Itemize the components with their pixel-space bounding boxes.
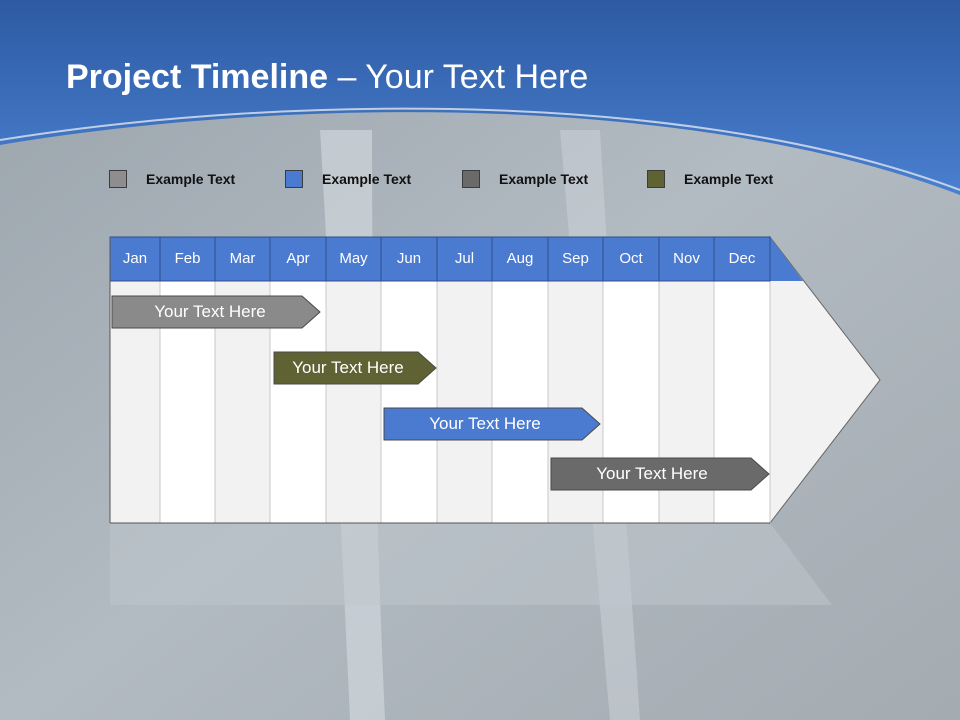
legend-label: Example Text <box>499 171 589 187</box>
timeline-reflection <box>110 523 832 605</box>
timeline-arrow-header-tip <box>770 237 803 281</box>
legend-swatch <box>285 170 303 188</box>
month-header-dec <box>713 236 771 282</box>
legend-item: Example Text <box>109 170 235 188</box>
month-label-jan: Jan <box>122 250 148 267</box>
month-label-dec: Dec <box>728 250 756 267</box>
month-header-may <box>325 236 382 282</box>
legend-swatch <box>647 170 665 188</box>
month-label-jun: Jun <box>396 250 422 267</box>
timeline-bar-label: Your Text Here <box>429 414 541 433</box>
timeline-bars <box>111 295 770 491</box>
timeline-bar-label: Your Text Here <box>596 464 708 483</box>
month-header-aug <box>491 236 549 282</box>
legend-label: Example Text <box>684 171 774 187</box>
month-header-apr <box>269 236 327 282</box>
month-label-aug: Aug <box>506 250 534 267</box>
month-label-feb: Feb <box>174 250 201 267</box>
timeline-bar-label: Your Text Here <box>154 302 266 321</box>
month-label-mar: Mar <box>229 250 256 267</box>
month-label-jul: Jul <box>454 250 475 267</box>
month-header-nov <box>658 236 715 282</box>
month-header-mar <box>214 236 271 282</box>
legend-item: Example Text <box>647 170 773 188</box>
legend-label: Example Text <box>146 171 236 187</box>
timeline-bar-label: Your Text Here <box>292 358 404 377</box>
timeline-panel <box>109 235 881 605</box>
title-bold: Project Timeline <box>66 58 329 96</box>
header-band <box>0 0 960 195</box>
month-column-jun <box>380 280 438 524</box>
month-label-may: May <box>339 250 368 267</box>
timeline-bar <box>383 407 601 441</box>
legend-swatch <box>109 170 127 188</box>
legend-swatch <box>462 170 480 188</box>
title-rest: – Your Text Here <box>337 58 589 96</box>
page-title: Project Timeline – Your Text Here <box>66 58 588 97</box>
legend-item: Example Text <box>462 170 588 188</box>
legend-label: Example Text <box>322 171 412 187</box>
month-column-may <box>325 280 382 524</box>
timeline-bar <box>111 295 321 329</box>
legend-item: Example Text <box>285 170 411 188</box>
timeline-bar <box>273 351 437 385</box>
month-label-oct: Oct <box>619 250 643 267</box>
month-label-apr: Apr <box>286 250 310 267</box>
timeline-bar <box>550 457 770 491</box>
month-column-jul <box>436 280 493 524</box>
month-column-aug <box>491 280 549 524</box>
header-curve <box>0 107 960 191</box>
month-header-jun <box>380 236 438 282</box>
month-header-sep <box>547 236 604 282</box>
month-header-jul <box>436 236 493 282</box>
month-label-sep: Sep <box>562 250 589 267</box>
month-label-nov: Nov <box>673 250 700 267</box>
